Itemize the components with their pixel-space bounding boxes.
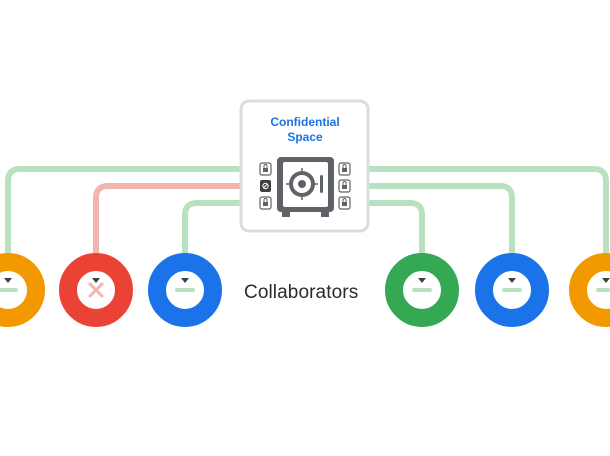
lock-icon-left-3 <box>259 196 272 210</box>
collaborators-label: Collaborators <box>244 282 359 303</box>
allowed-icon <box>502 288 522 292</box>
allowed-icon <box>175 288 195 292</box>
lock-icon-left-1 <box>259 162 272 176</box>
collaborator-ring-6 <box>569 253 610 327</box>
arrow-down-icon <box>4 278 12 283</box>
collaborator-ring-2 <box>59 253 133 327</box>
lock-icon-right-1 <box>338 162 351 176</box>
collaborator-ring-5 <box>475 253 549 327</box>
connection-line-right-1 <box>352 166 609 258</box>
connection-line-right-2 <box>352 183 515 258</box>
arrow-down-icon <box>92 278 100 283</box>
connection-line-right-3 <box>352 200 425 258</box>
lock-icon-right-2 <box>338 179 351 193</box>
connections-right <box>352 166 609 258</box>
collaborators <box>0 253 610 327</box>
enclave-title-line2: Space <box>287 130 323 144</box>
allowed-icon <box>0 288 18 292</box>
arrow-down-icon <box>181 278 189 283</box>
enclave-title-line1: Confidential <box>270 115 339 129</box>
collaborator-ring-4 <box>385 253 459 327</box>
arrow-down-icon <box>602 278 610 283</box>
arrow-down-icon <box>508 278 516 283</box>
collaborator-ring-1 <box>0 253 45 327</box>
connections-left <box>5 166 258 258</box>
allowed-icon <box>596 288 610 292</box>
connection-line-left-3 <box>182 200 258 258</box>
denied-x-icon <box>88 282 104 298</box>
denied-icon-left-2 <box>260 180 271 192</box>
arrow-down-icon <box>418 278 426 283</box>
connection-line-left-1 <box>5 166 258 258</box>
lock-icon-right-3 <box>338 196 351 210</box>
allowed-icon <box>412 288 432 292</box>
vault-icon <box>277 157 334 217</box>
connection-line-left-2 <box>93 183 258 258</box>
confidential-space-panel: Confidential Space <box>239 99 370 233</box>
collaborator-ring-3 <box>148 253 222 327</box>
